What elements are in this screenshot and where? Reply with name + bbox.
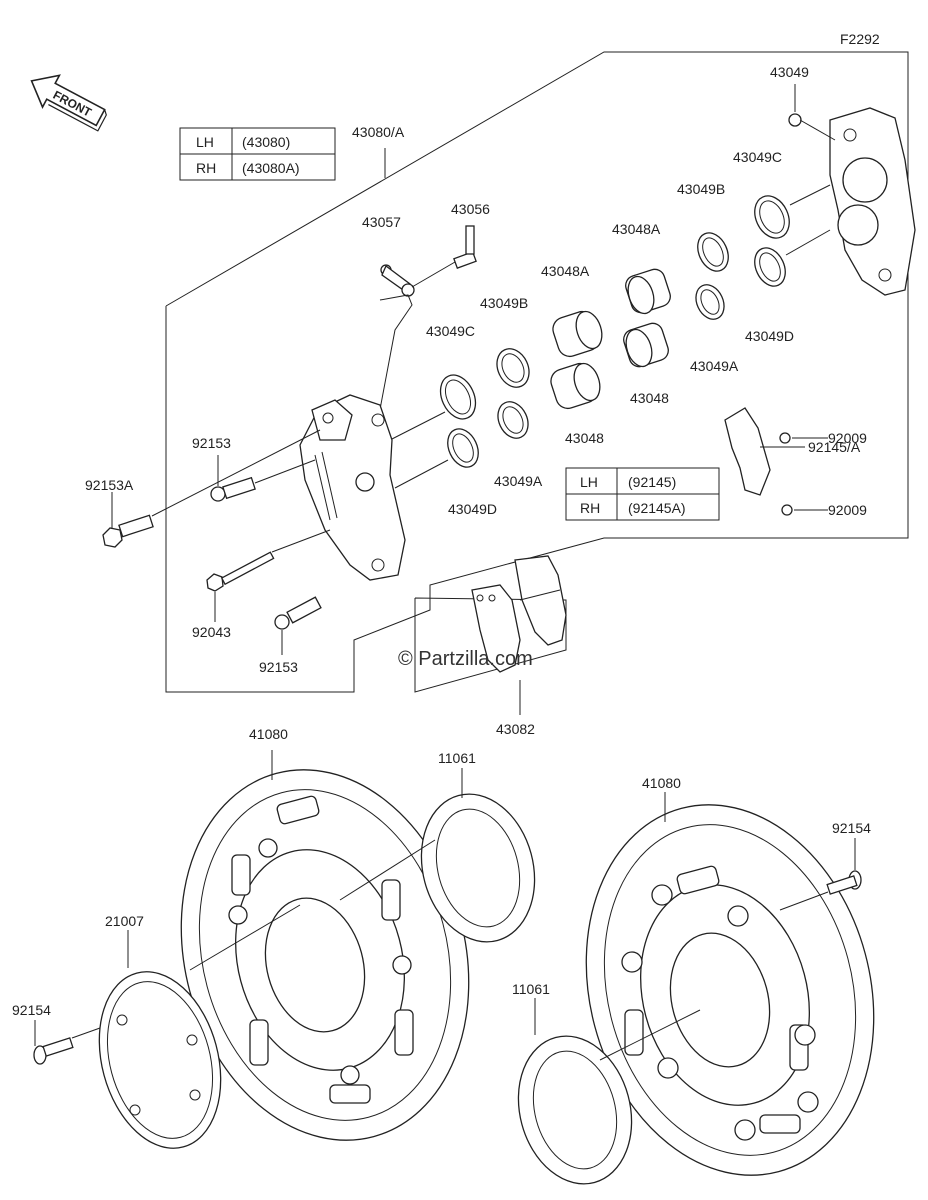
label-43056: 43056 [451, 201, 490, 217]
bleeder-valve-43056 [453, 225, 477, 269]
piston-43048-right [623, 322, 669, 368]
caliper-row-rh-side: RH [196, 160, 216, 176]
seal-43049c-left [439, 374, 477, 420]
watermark: © Partzilla.com [398, 648, 533, 670]
label-92153-bottom: 92153 [259, 659, 298, 675]
front-arrow-icon: FRONT [30, 74, 107, 132]
pin-92043 [206, 551, 275, 592]
cover-row-lh-part: (92145) [628, 474, 676, 490]
brake-disc-right [585, 804, 875, 1176]
bolt-92154-left [33, 1037, 74, 1065]
label-43057: 43057 [362, 214, 401, 230]
brake-pad-rear [514, 555, 567, 646]
label-43049a-left: 43049A [494, 473, 543, 489]
label-92009-top: 92009 [828, 430, 867, 446]
seal-43049b-right [697, 232, 729, 272]
caliper-row-lh-part: (43080) [242, 134, 290, 150]
caliper-cover-92145 [724, 407, 793, 516]
seal-43049d-right [754, 247, 786, 287]
caliper-nut-43049 [788, 84, 802, 127]
label-11061-bottom: 11061 [512, 981, 550, 997]
seal-43049b-left [496, 348, 530, 388]
seal-43049c-right [754, 195, 790, 239]
cover-side-table: LH (92145) RH (92145A) [565, 467, 720, 521]
seal-43049d-left [447, 428, 479, 468]
label-43082: 43082 [496, 721, 535, 737]
cover-row-rh-part: (92145A) [628, 500, 686, 516]
figure-code: F2292 [840, 31, 880, 47]
label-43049a-right: 43049A [690, 358, 739, 374]
label-43049-top: 43049 [770, 64, 809, 80]
label-43049b-left: 43049B [480, 295, 528, 311]
brake-disc-left [180, 769, 470, 1141]
label-92043: 92043 [192, 624, 231, 640]
pad-bracket-frame [414, 597, 567, 693]
label-43048a-left: 43048A [541, 263, 590, 279]
label-41080-left: 41080 [249, 726, 288, 742]
label-43080a: 43080/A [352, 124, 405, 140]
bolt-92154-right [826, 870, 862, 895]
piston-43048a-left [552, 310, 603, 358]
label-92153-top: 92153 [192, 435, 231, 451]
label-43048-right: 43048 [630, 390, 669, 406]
label-92009-bottom: 92009 [828, 502, 867, 518]
label-43048a-right: 43048A [612, 221, 661, 237]
bolt-92153-bottom [274, 596, 322, 630]
brake-pad-front [471, 584, 521, 673]
shim-11061-top [420, 793, 536, 943]
label-43049c-left: 43049C [426, 323, 475, 339]
cover-row-rh-side: RH [580, 500, 600, 516]
caliper-assembly-frame [165, 51, 909, 693]
caliper-outer-half [829, 107, 916, 296]
seal-43049a-left [497, 401, 529, 439]
bridge-pipe-43057 [380, 264, 415, 297]
label-43049c-right: 43049C [733, 149, 782, 165]
bolt-92153a [102, 514, 154, 548]
piston-43048a-right [625, 268, 671, 315]
label-92154-right: 92154 [832, 820, 871, 836]
label-92154-left: 92154 [12, 1002, 51, 1018]
label-41080-right: 41080 [642, 775, 681, 791]
caliper-row-rh-part: (43080A) [242, 160, 300, 176]
caliper-inner-body [299, 394, 406, 581]
caliper-side-table: LH (43080) RH (43080A) [179, 127, 336, 181]
label-43049b-right: 43049B [677, 181, 725, 197]
label-43048-left: 43048 [565, 430, 604, 446]
shim-11061-bottom [517, 1035, 633, 1185]
piston-43048-left [550, 362, 601, 410]
seal-43049a-right [695, 284, 725, 320]
caliper-row-lh-side: LH [196, 134, 214, 150]
label-92153a: 92153A [85, 477, 134, 493]
label-11061-top: 11061 [438, 750, 476, 766]
label-43049d-left: 43049D [448, 501, 497, 517]
cover-row-lh-side: LH [580, 474, 598, 490]
label-92145a: 92145/A [808, 439, 861, 455]
label-43049d-right: 43049D [745, 328, 794, 344]
abs-rotor-21007 [98, 971, 222, 1149]
bolt-92153-top [210, 476, 256, 502]
label-21007: 21007 [105, 913, 144, 929]
